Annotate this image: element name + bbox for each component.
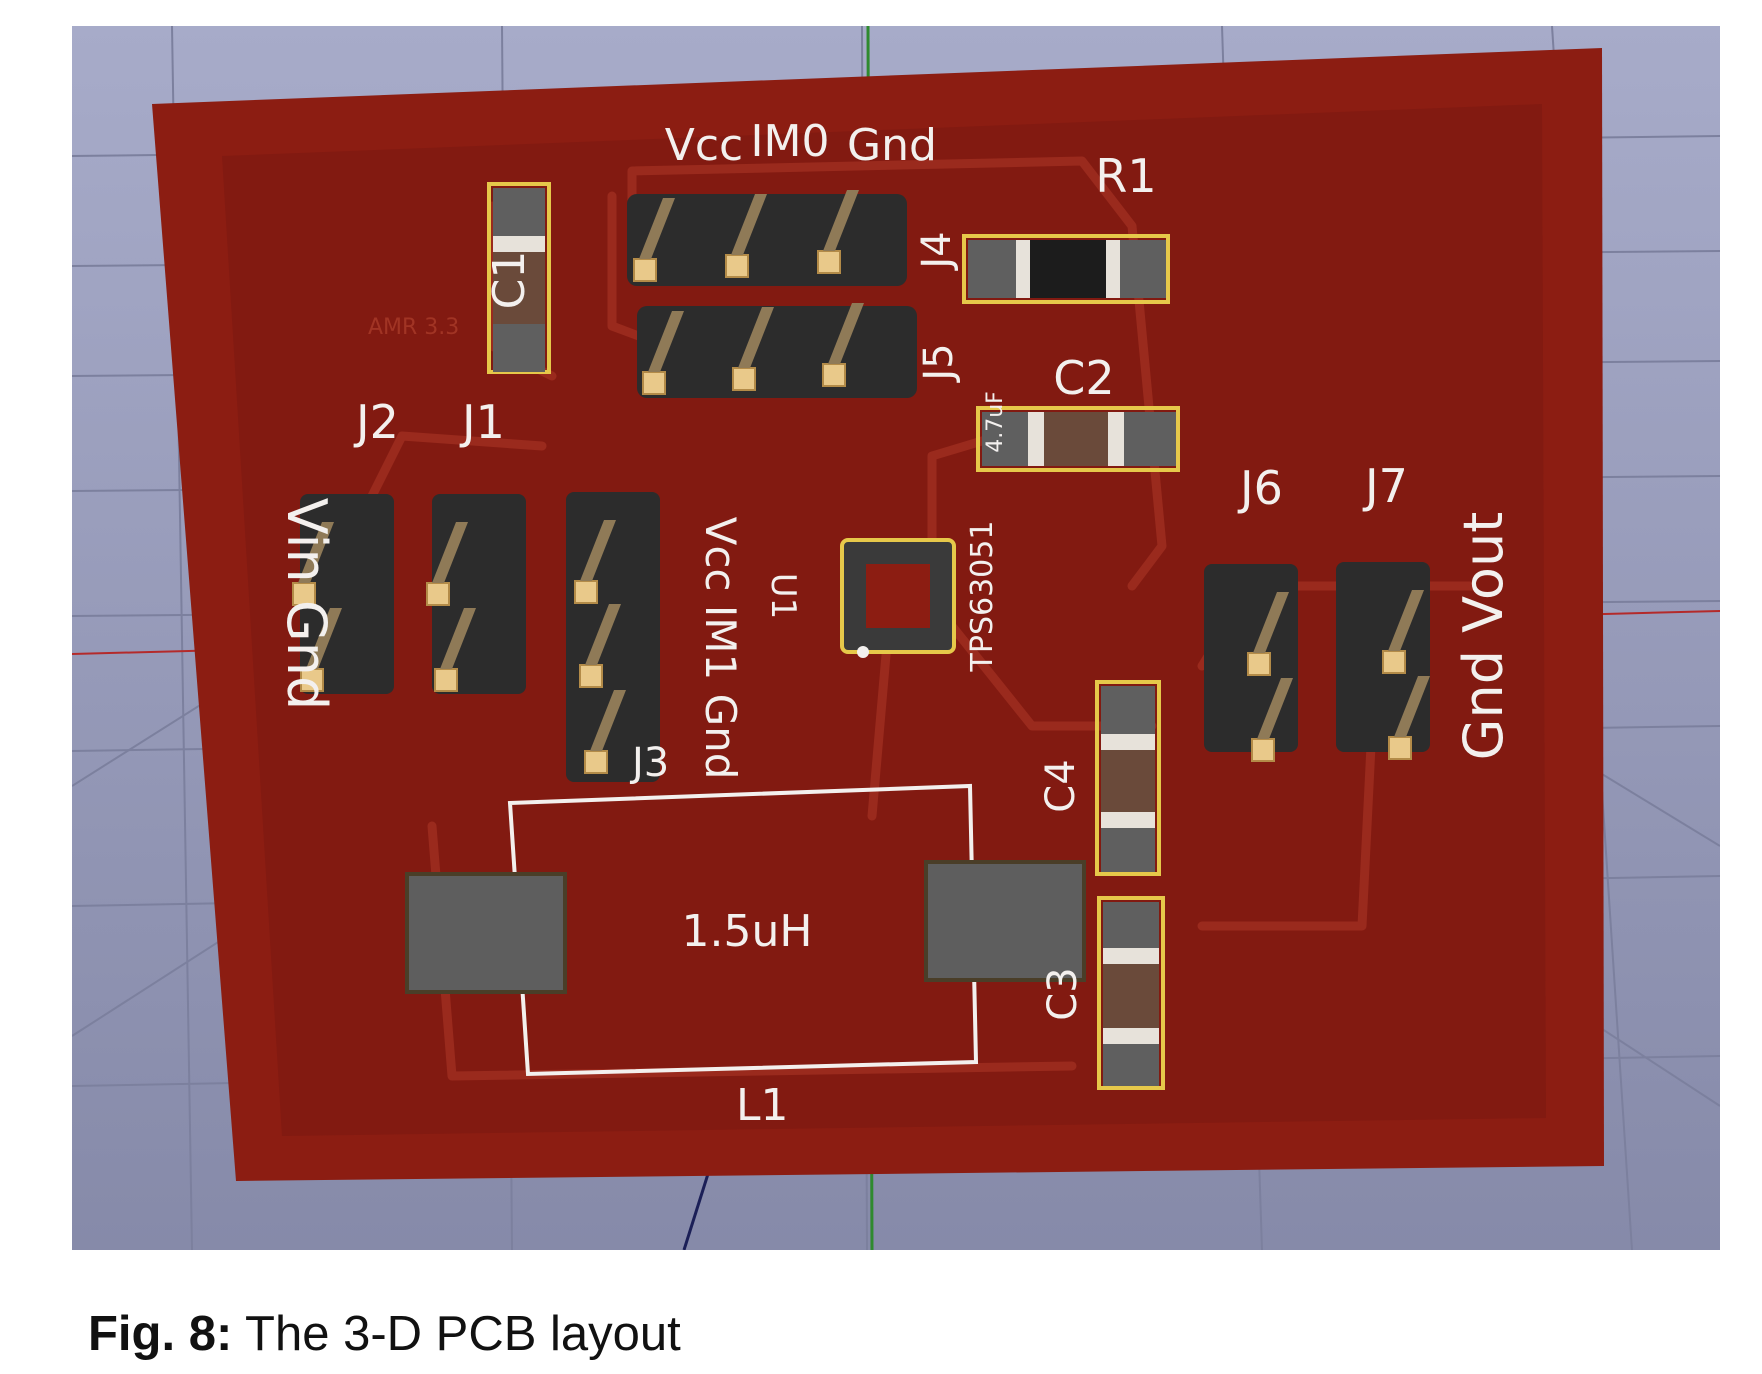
label-ic-part: TPS63051 (965, 521, 1000, 673)
figure-caption-text: The 3-D PCB layout (245, 1307, 681, 1361)
inductor-value-label: 1.5uH (682, 906, 813, 957)
label-c2-value: 4.7uF (983, 391, 1008, 453)
label-u1: U1 (763, 573, 803, 620)
figure-caption: Fig. 8: The 3-D PCB layout (88, 1306, 681, 1362)
label-j7: J7 (1362, 459, 1408, 513)
label-l1: L1 (736, 1080, 789, 1131)
label-vin-gnd: Vin Gnd (275, 498, 338, 711)
label-c4: C4 (1038, 759, 1084, 812)
header-j1 (426, 494, 526, 694)
silkscreen-labels: Vcc IM0 Gnd R1 C2 J2 J1 J6 J7 J3 L1 AMR … (275, 116, 1515, 1131)
label-c1: C1 (484, 251, 535, 310)
label-j2: J2 (353, 395, 399, 449)
label-j6: J6 (1237, 461, 1283, 515)
resistor-r1 (962, 234, 1170, 304)
header-j4 (627, 189, 907, 286)
label-j3-side: Vcc IM1 Gnd (696, 517, 745, 780)
label-c2: C2 (1053, 351, 1114, 405)
inductor-l1: 1.5uH (405, 783, 1086, 1077)
header-j5 (637, 302, 917, 398)
ic-u1 (840, 538, 956, 658)
capacitor-c1 (487, 182, 551, 374)
header-j3 (566, 492, 660, 782)
label-gnd-vout: Gnd Vout (1452, 512, 1515, 761)
capacitor-c2 (976, 406, 1180, 472)
label-gnd: Gnd (847, 120, 937, 171)
capacitor-c4 (1095, 680, 1161, 876)
label-r1: R1 (1095, 149, 1156, 203)
label-j1: J1 (459, 395, 505, 449)
label-j3: J3 (629, 740, 669, 786)
label-faint-board: AMR 3.3 (368, 315, 459, 340)
label-j4: J4 (914, 231, 960, 271)
label-c3: C3 (1040, 967, 1086, 1020)
header-j6 (1204, 564, 1298, 762)
header-j2 (292, 494, 394, 694)
pcb-3d-viewport: 1.5uH (72, 26, 1720, 1250)
label-vcc: Vcc (665, 120, 743, 171)
figure-caption-label: Fig. 8: (88, 1307, 233, 1361)
header-j7 (1336, 562, 1431, 760)
label-j5: J5 (916, 343, 962, 383)
label-im0: IM0 (751, 116, 830, 167)
capacitor-c3 (1097, 896, 1165, 1090)
